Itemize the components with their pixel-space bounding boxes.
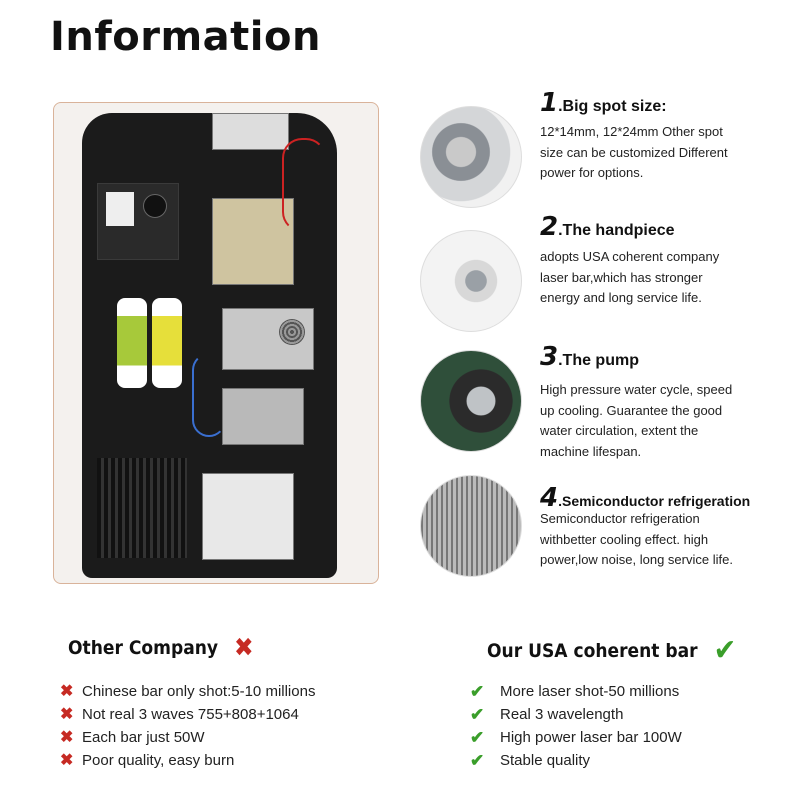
feature-spot-size: 1.Big spot size: 12*14mm, 12*24mm Other … bbox=[420, 88, 760, 208]
check-icon: ✔ bbox=[470, 682, 485, 701]
water-filter-green bbox=[117, 298, 147, 388]
list-item: ✖Poor quality, easy burn bbox=[60, 749, 315, 772]
handpiece-tip-image bbox=[420, 106, 522, 208]
feature-title: 2.The handpiece bbox=[540, 212, 675, 242]
machine-cabinet bbox=[82, 113, 337, 578]
check-icon: ✔ bbox=[470, 728, 485, 747]
feature-title: 3.The pump bbox=[540, 342, 639, 372]
water-filter-yellow bbox=[152, 298, 182, 388]
top-board bbox=[212, 113, 289, 150]
feature-description: 12*14mm, 12*24mm Other spot size can be … bbox=[540, 124, 728, 180]
cross-icon: ✖ bbox=[60, 752, 74, 769]
power-supply-1 bbox=[222, 308, 314, 370]
other-company-list: ✖Chinese bar only shot:5-10 millions ✖No… bbox=[60, 680, 315, 772]
our-bar-list: ✔More laser shot-50 millions ✔Real 3 wav… bbox=[470, 680, 682, 772]
feature-pump: 3.The pump High pressure water cycle, sp… bbox=[420, 342, 760, 462]
list-item: ✖Chinese bar only shot:5-10 millions bbox=[60, 680, 315, 703]
red-wire bbox=[282, 138, 326, 232]
list-item: ✖Each bar just 50W bbox=[60, 726, 315, 749]
control-board bbox=[212, 198, 294, 285]
feature-title: 1.Big spot size: bbox=[540, 88, 667, 118]
cross-icon: ✖ bbox=[234, 633, 254, 663]
laser-bar-image bbox=[420, 230, 522, 332]
check-icon: ✔ bbox=[470, 751, 485, 770]
vent-grille bbox=[97, 458, 187, 558]
heat-sink-image bbox=[420, 475, 522, 577]
our-bar-heading: Our USA coherent bar ✔ bbox=[487, 633, 737, 668]
feature-title: 4.Semiconductor refrigeration bbox=[540, 483, 751, 513]
list-item: ✔More laser shot-50 millions bbox=[470, 682, 680, 701]
check-icon: ✔ bbox=[713, 633, 737, 668]
check-icon: ✔ bbox=[470, 705, 485, 724]
cross-icon: ✖ bbox=[60, 683, 74, 700]
feature-handpiece: 2.The handpiece adopts USA coherent comp… bbox=[420, 212, 760, 332]
feature-description: High pressure water cycle, speed up cool… bbox=[540, 382, 733, 459]
list-item: ✔High power laser bar 100W bbox=[470, 728, 682, 747]
feature-refrigeration: 4.Semiconductor refrigeration Semiconduc… bbox=[420, 475, 760, 595]
machine-interior-image bbox=[53, 102, 379, 584]
feature-description: adopts USA coherent company laser bar,wh… bbox=[540, 249, 720, 305]
list-item: ✔Stable quality bbox=[470, 751, 591, 770]
feature-description: Semiconductor refrigeration withbetter c… bbox=[540, 511, 733, 567]
water-pump-image bbox=[420, 350, 522, 452]
page-title: Information bbox=[50, 14, 321, 60]
list-item: ✖Not real 3 waves 755+808+1064 bbox=[60, 703, 315, 726]
breaker-panel bbox=[97, 183, 179, 260]
cross-icon: ✖ bbox=[60, 729, 74, 746]
power-supply-2 bbox=[222, 388, 304, 445]
other-company-heading: Other Company ✖ bbox=[68, 633, 254, 663]
cross-icon: ✖ bbox=[60, 706, 74, 723]
list-item: ✔Real 3 wavelength bbox=[470, 705, 624, 724]
blue-wire bbox=[192, 353, 226, 437]
water-tank bbox=[202, 473, 294, 560]
